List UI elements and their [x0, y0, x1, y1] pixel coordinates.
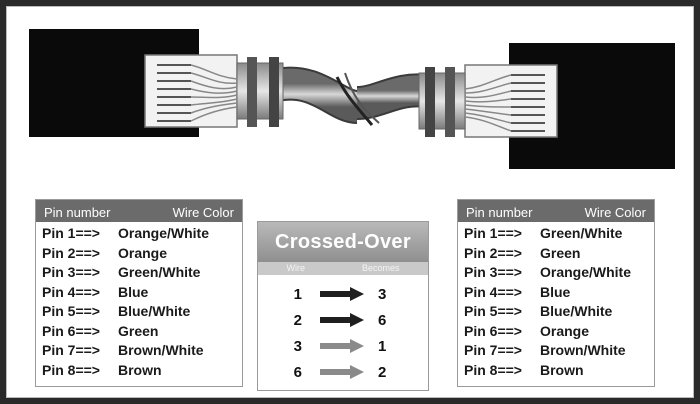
pin-row: Pin 4==> Blue: [42, 283, 242, 303]
wire-color: Orange/White: [118, 225, 210, 241]
wire-color: Green/White: [540, 225, 623, 241]
header-pin-number: Pin number: [44, 205, 111, 220]
wire-color: Blue: [540, 283, 571, 300]
wire-to: 2: [378, 363, 387, 381]
pin-row: Pin 8==> Brown: [464, 361, 654, 381]
pin-row: Pin 2==> Orange: [42, 244, 242, 264]
pin-row: Pin 8==> Brown: [42, 361, 242, 381]
wire-color: Brown/White: [540, 342, 626, 358]
pin-label: Pin 6==>: [464, 322, 522, 339]
pin-label: Pin 2==>: [464, 244, 522, 261]
crossover-subheader: Wire Becomes: [258, 262, 428, 275]
pin-label: Pin 8==>: [42, 361, 100, 378]
pin-label: Pin 6==>: [42, 322, 100, 339]
right-plug: [418, 64, 558, 138]
wire-color: Blue/White: [540, 303, 613, 319]
wire-from: 1: [293, 285, 302, 303]
pin-row: Pin 6==> Green: [42, 322, 242, 342]
wire-color: Green: [118, 322, 159, 339]
arrow-right-icon: [320, 365, 364, 379]
left-table-header: Pin number Wire Color: [36, 200, 242, 222]
pin-row: Pin 3==> Orange/White: [464, 263, 654, 283]
left-pin-list: Pin 1==> Orange/White Pin 2==> Orange Pin …: [36, 222, 242, 380]
wire-color: Brown: [540, 361, 584, 378]
left-pin-table: Pin number Wire Color Pin 1==> Orange/Whi…: [35, 199, 243, 387]
wire-color: Brown: [118, 361, 162, 378]
crossover-row: 3 1: [258, 333, 428, 359]
pin-row: Pin 1==> Green/White: [464, 224, 654, 244]
cable-illustration: [29, 29, 675, 169]
left-plug: [144, 54, 284, 128]
header-wire-color: Wire Color: [584, 205, 646, 220]
pin-label: Pin 8==>: [464, 361, 522, 378]
wire-color: Brown/White: [118, 342, 204, 358]
pin-label: Pin 2==>: [42, 244, 100, 261]
crossover-row: 6 2: [258, 359, 428, 385]
pin-row: Pin 6==> Orange: [464, 322, 654, 342]
pin-row: Pin 5==> Blue/White: [42, 302, 242, 322]
crossover-row: 1 3: [258, 281, 428, 307]
pin-row: Pin 7==> Brown/White: [464, 341, 654, 361]
pin-row: Pin 5==> Blue/White: [464, 302, 654, 322]
pin-label: Pin 3==>: [42, 264, 100, 280]
pin-row: Pin 3==> Green/White: [42, 263, 242, 283]
wire-color: Orange: [540, 322, 590, 339]
pin-label: Pin 7==>: [42, 342, 100, 358]
wire-from: 6: [293, 363, 302, 381]
header-pin-number: Pin number: [466, 205, 533, 220]
crossover-rows: 1 3 2 6 3 1 6 2: [258, 275, 428, 385]
header-wire-color: Wire Color: [172, 205, 234, 220]
pin-row: Pin 4==> Blue: [464, 283, 654, 303]
wire-color: Green: [540, 244, 581, 261]
wire-color: Blue/White: [118, 303, 191, 319]
pin-row: Pin 2==> Green: [464, 244, 654, 264]
arrow-right-icon: [320, 287, 364, 301]
pin-label: Pin 1==>: [42, 225, 100, 241]
arrow-right-icon: [320, 339, 364, 353]
pin-label: Pin 7==>: [464, 342, 522, 358]
crossover-title: Crossed-Over: [258, 222, 428, 262]
wire-from: 3: [293, 337, 302, 355]
pin-label: Pin 4==>: [464, 283, 522, 300]
crossover-box: Crossed-Over Wire Becomes 1 3 2 6 3 1 6: [257, 221, 429, 391]
pin-row: Pin 7==> Brown/White: [42, 341, 242, 361]
pin-label: Pin 5==>: [42, 303, 100, 319]
right-table-header: Pin number Wire Color: [458, 200, 654, 222]
pin-label: Pin 3==>: [464, 264, 522, 280]
wire-color: Orange/White: [540, 264, 632, 280]
wire-from: 2: [293, 311, 302, 329]
cable: [273, 66, 430, 126]
wire-to: 6: [378, 311, 387, 329]
arrow-right-icon: [320, 313, 364, 327]
diagram-frame: Pin number Wire Color Pin 1==> Orange/Whi…: [6, 6, 694, 398]
crossover-row: 2 6: [258, 307, 428, 333]
wire-color: Green/White: [118, 264, 201, 280]
col-becomes: Becomes: [361, 263, 400, 273]
col-wire: Wire: [286, 263, 305, 273]
wire-to: 3: [378, 285, 387, 303]
pin-label: Pin 5==>: [464, 303, 522, 319]
wire-to: 1: [378, 337, 387, 355]
wire-color: Orange: [118, 244, 168, 261]
right-pin-list: Pin 1==> Green/White Pin 2==> Green Pin 3=…: [458, 222, 654, 380]
pin-label: Pin 1==>: [464, 225, 522, 241]
pin-label: Pin 4==>: [42, 283, 100, 300]
right-pin-table: Pin number Wire Color Pin 1==> Green/Whit…: [457, 199, 655, 387]
wire-color: Blue: [118, 283, 149, 300]
pin-row: Pin 1==> Orange/White: [42, 224, 242, 244]
